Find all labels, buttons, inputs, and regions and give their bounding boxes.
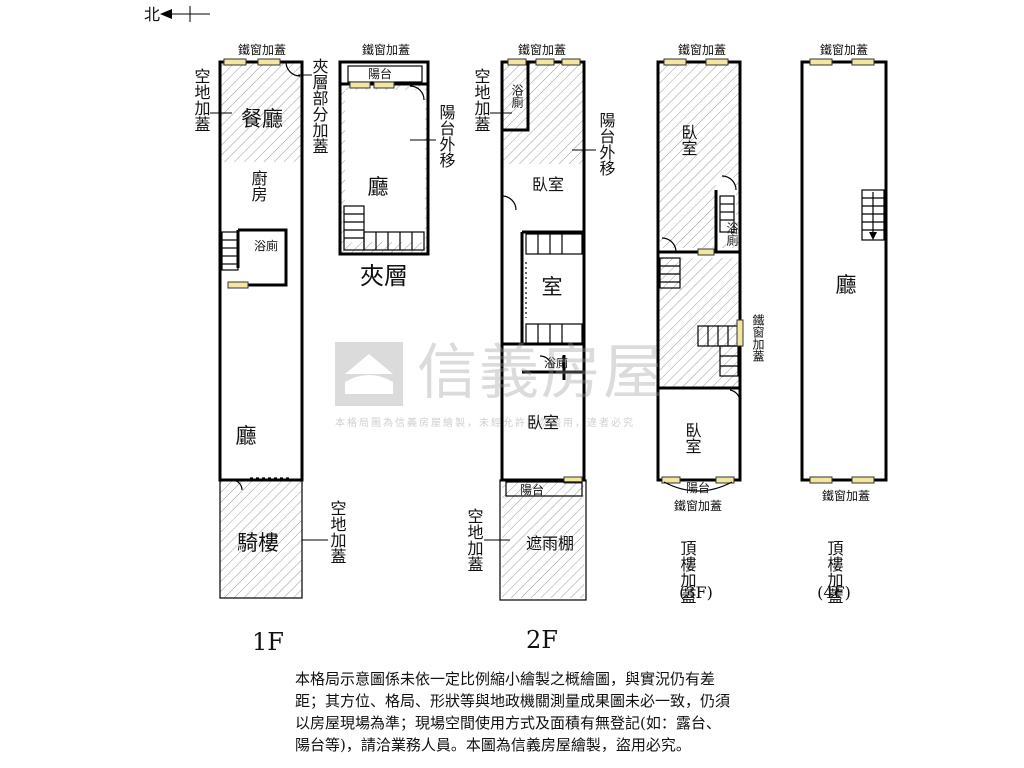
floor1-dining-hatch <box>220 62 302 162</box>
floor3-outline <box>656 60 742 482</box>
floor4-stairs-icon <box>861 189 885 241</box>
mezz-door-icon <box>409 85 425 101</box>
floor1-open-front-note: 空地加蓋 <box>328 500 347 564</box>
floor2-balcony-box <box>505 481 583 497</box>
floor4-living-label: 廳 <box>836 273 857 297</box>
north-label: 北 <box>144 5 160 24</box>
floor2-canopy-hatch <box>502 480 584 598</box>
floor2-room-label: 室 <box>542 275 563 299</box>
floor1-window-note: 鐵窗加蓋 <box>238 42 286 57</box>
floor4-title: 頂樓加蓋 <box>825 540 844 604</box>
watermark-subtitle: 本格局圖為信義房屋繪製，未經允許請勿盜用，違者必究 <box>335 418 635 429</box>
floor2-window-icon <box>507 58 527 66</box>
floor1-title: 1F <box>252 628 284 656</box>
floor1-window-icon <box>223 58 247 66</box>
floor3-window-bottom-note: 鐵窗加蓋 <box>674 498 722 513</box>
floor2-balcony-out-note: 陽台外移 <box>597 112 616 176</box>
floor1-bath-wall <box>238 228 288 287</box>
floor2-bed-top-label: 臥室 <box>532 175 564 194</box>
watermark-logo-icon <box>335 342 403 406</box>
floor3-title: 頂樓加蓋 <box>678 540 697 604</box>
floor2-bath-top-wall <box>502 62 530 132</box>
floor2-canopy-label: 遮雨棚 <box>526 534 574 553</box>
floor2-open-front-note: 空地加蓋 <box>465 508 484 572</box>
disclaimer-line: 以房屋現場為準；現場空間使用方式及面積有無登記(如：露台、 <box>295 714 721 732</box>
floor3-sub: (3F) <box>679 583 713 602</box>
floor4-window-top-note: 鐵窗加蓋 <box>820 42 868 57</box>
floor1-arcade-hatch <box>220 480 302 598</box>
floor3-bed-top-label: 臥室 <box>679 124 698 156</box>
floor2-window-note: 鐵窗加蓋 <box>518 42 566 57</box>
floor4-window-icon <box>809 58 833 66</box>
floor3-bed-bottom-label: 臥室 <box>683 422 702 454</box>
mezz-window-note: 鐵窗加蓋 <box>362 42 410 57</box>
mezz-balcony-out-note: 陽台外移 <box>437 104 456 168</box>
floor2-bed-bottom-label: 臥室 <box>527 413 559 432</box>
floor3-window-top-note: 鐵窗加蓋 <box>678 42 726 57</box>
floor3-door-icon <box>721 175 737 191</box>
floor1-open-top-note: 空地加蓋 <box>192 68 211 132</box>
floor2-open-top-note: 空地加蓋 <box>472 68 491 132</box>
floor2-door-icon <box>501 195 517 211</box>
mezz-balcony-label: 陽台 <box>368 66 392 81</box>
floor1-living-label: 廳 <box>236 424 257 448</box>
floor1-plan <box>218 58 304 599</box>
floor2-balcony-label: 陽台 <box>520 482 544 497</box>
floor3-balcony-curve <box>663 481 733 492</box>
floor1-kitchen-label: 廚房 <box>249 169 268 203</box>
floor4-outline <box>800 60 888 482</box>
north-arrow-icon <box>160 6 210 22</box>
floor1-stairs-icon <box>221 231 239 271</box>
floor3-window-icon <box>663 58 687 66</box>
disclaimer-line: 本格局示意圖係未依一定比例縮小繪製之概繪圖，與實況仍有差 <box>295 670 716 688</box>
disclaimer: 本格局示意圖係未依一定比例縮小繪製之概繪圖，與實況仍有差 距；其方位、格局、形狀… <box>295 668 875 756</box>
mezzanine-plan <box>338 60 430 256</box>
floor1-door-icon <box>285 61 301 77</box>
floor3-window-side-note: 鐵窗加蓋 <box>751 313 765 362</box>
mezz-window-icon <box>349 81 371 89</box>
floor1-bath-label: 浴廁 <box>254 238 278 253</box>
floor4-sub: (4F) <box>817 583 851 602</box>
floor3-stairs-icon <box>659 195 739 377</box>
mezz-outline <box>338 60 430 256</box>
disclaimer-line: 距；其方位、格局、形狀等與地政機關測量成果圖未必一致，仍須 <box>295 692 731 710</box>
watermark-title: 信義房屋 <box>417 338 665 408</box>
mezz-title: 夾層 <box>360 262 408 290</box>
floor1-mezz-partial-note: 夾層部分加蓋 <box>310 58 329 154</box>
floor2-bath-mid-label: 浴廁 <box>544 355 568 370</box>
floor4-plan <box>800 58 888 484</box>
floor1-arcade-outline <box>219 479 303 599</box>
mezz-stairs-icon <box>343 205 425 251</box>
floor4-window-bottom-note: 鐵窗加蓋 <box>822 488 870 503</box>
floor2-title: 2F <box>526 626 558 654</box>
floor1-dining-label: 餐廳 <box>241 107 283 131</box>
watermark: 信義房屋 本格局圖為信義房屋繪製，未經允許請勿盜用，違者必究 <box>335 338 695 434</box>
mezz-living-label: 廳 <box>368 175 389 199</box>
disclaimer-line: 陽台等)，請洽業務人員。本圖為信義房屋繪製，盜用必究。 <box>295 736 691 754</box>
floor2-plan <box>499 58 587 601</box>
floor3-balcony-label: 陽台 <box>686 480 710 495</box>
floor2-top-hatch <box>502 62 584 164</box>
floor3-plan <box>656 58 744 492</box>
floor1-arcade-label: 騎樓 <box>237 531 279 555</box>
floor3-bath-label: 浴廁 <box>725 222 739 247</box>
floor2-bath-top-label: 浴廁 <box>510 84 524 109</box>
floor2-stairs-icon <box>525 233 583 345</box>
